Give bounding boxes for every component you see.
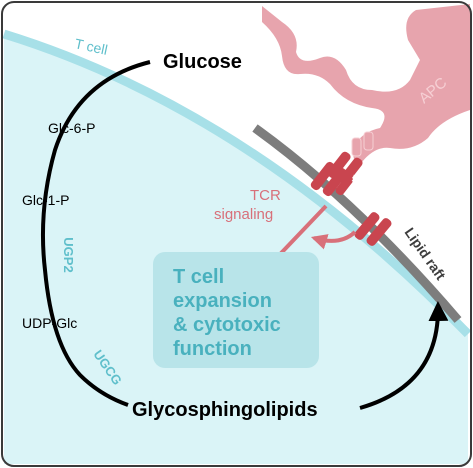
glycosphingolipid-to-raft-arrow	[359, 301, 449, 410]
outcome-line-1: T cell	[173, 266, 224, 288]
outcome-line-2: expansion	[173, 290, 272, 312]
glucose-label: Glucose	[163, 51, 242, 73]
outcome-line-3: & cytotoxic	[173, 314, 281, 336]
glc-6-p-label: Glc-6-P	[48, 120, 95, 136]
tcr-label: TCR	[349, 173, 370, 193]
t-cell-label: T cell	[73, 35, 109, 58]
co-receptor-signaling-arrow	[310, 230, 357, 250]
tcr-signaling-label-2: signaling	[214, 206, 273, 223]
glycosphingolipids-label: Glycosphingolipids	[132, 399, 318, 421]
t-cell-membrane	[2, 29, 472, 338]
outcome-line-4: function	[173, 338, 252, 360]
tcr-signaling-label-1: TCR	[250, 187, 281, 204]
co-receptor	[354, 212, 392, 246]
t-cell-body	[4, 34, 468, 464]
udp-glc-label: UDP-Glc	[22, 315, 77, 331]
ugp2-label: UGP2	[61, 237, 76, 272]
lipid-raft-membrane	[252, 124, 462, 323]
apc-cell	[262, 4, 470, 168]
glc-1-p-label: Glc-1-P	[22, 192, 69, 208]
tcr-complex	[310, 151, 363, 197]
pathway-arc	[41, 60, 151, 407]
mhc-peptide	[351, 131, 374, 157]
outcome-box	[153, 252, 319, 368]
